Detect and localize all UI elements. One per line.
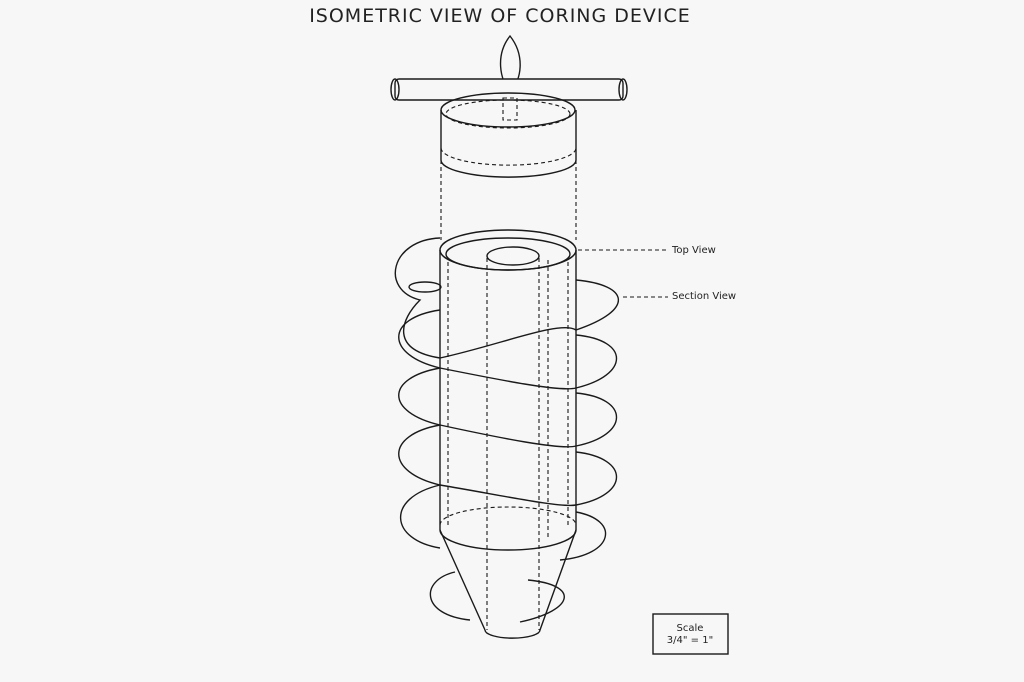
drawing-title: Isometric View of Coring Device [309,5,691,27]
t-handle [390,34,628,121]
scale-value: 3/4" = 1" [667,635,713,646]
section-view-label: Section View [672,291,736,302]
cap-cylinder [440,92,577,240]
scale-heading: Scale [677,623,704,634]
scale-box: Scale 3/4" = 1" [652,613,729,655]
vent-port [408,281,442,293]
auger-flights [394,237,620,623]
core-barrel [439,229,577,639]
top-view-label: Top View [671,245,716,256]
